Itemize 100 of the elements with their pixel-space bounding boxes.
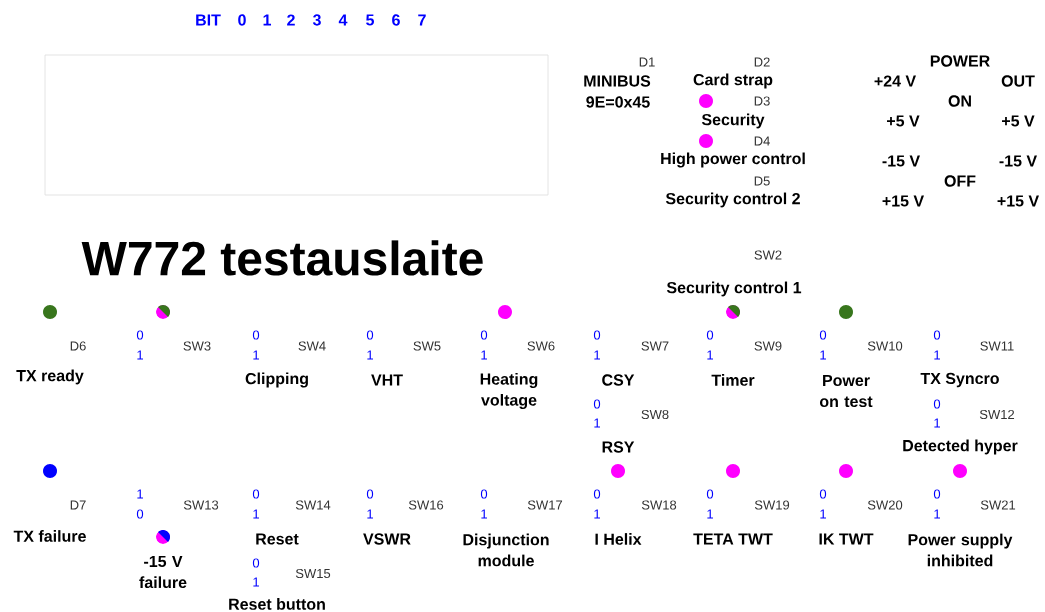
bit-header: 2 — [287, 14, 295, 26]
switch-position-label: 0 — [366, 330, 374, 340]
indicator-label: Card strap — [693, 73, 773, 89]
switch-position-label: 0 — [252, 330, 260, 340]
designator-label: SW12 — [979, 409, 1015, 420]
designator-label: SW14 — [295, 500, 331, 510]
switch-position-label: 0 — [593, 489, 601, 499]
indicator-label: ON — [948, 95, 971, 107]
indicator-label: Reset — [256, 533, 299, 545]
switch-position-label: 0 — [933, 489, 941, 499]
indicator-label: Power supply inhibited — [908, 533, 1013, 567]
switch-position-label: 1 — [253, 350, 259, 360]
designator-label: D1 — [639, 57, 655, 67]
designator-label: SW8 — [641, 409, 669, 420]
indicator-label: +5 V — [887, 115, 920, 127]
designator-label: SW16 — [408, 500, 444, 510]
indicator-label: +15 V — [882, 195, 924, 207]
designator-label: D6 — [70, 341, 86, 351]
switch-position-label: 0 — [480, 489, 488, 499]
indicator-label: 9E=0x45 — [586, 96, 650, 108]
switch-position-label: 0 — [252, 558, 260, 568]
switch-position-label: 0 — [706, 489, 714, 499]
designator-label: D2 — [754, 57, 770, 67]
bit-header: 7 — [418, 14, 426, 26]
designator-label: SW18 — [641, 500, 677, 510]
indicator-label: +5 V — [1002, 115, 1035, 127]
designator-label: SW11 — [980, 341, 1014, 351]
bit-header: 6 — [392, 14, 400, 26]
switch-position-label: 0 — [480, 330, 488, 340]
indicator-label: Heating voltage — [480, 373, 538, 409]
bit-header: 0 — [238, 14, 246, 26]
indicator-label: POWER — [930, 55, 990, 67]
indicator-label: Timer — [711, 374, 755, 386]
switch-position-label: 0 — [136, 509, 144, 519]
bit-header: 1 — [263, 14, 271, 26]
switch-position-label: 1 — [707, 509, 713, 519]
switch-position-label: 1 — [253, 509, 259, 519]
designator-label: D7 — [70, 500, 86, 510]
switch-position-label: 0 — [252, 489, 260, 499]
designator-label: SW17 — [527, 500, 563, 510]
switch-position-label: 1 — [367, 509, 373, 519]
designator-label: D3 — [754, 96, 770, 106]
designator-label: SW4 — [298, 341, 326, 351]
indicator-label: IK TWT — [819, 533, 874, 545]
indicator-label: High power control — [661, 152, 805, 168]
switch-position-label: 1 — [137, 350, 143, 360]
switch-position-label: 0 — [593, 330, 601, 340]
switch-position-label: 0 — [366, 489, 374, 499]
indicator-label: Security — [701, 113, 765, 129]
indicator-label: VSWR — [363, 533, 411, 545]
designator-label: SW7 — [641, 341, 669, 351]
switch-position-label: 1 — [594, 418, 600, 428]
indicator-label: Disjunction module — [463, 533, 549, 567]
indicator-label: TX failure — [13, 530, 86, 542]
switch-position-label: 1 — [934, 350, 940, 360]
designator-label: SW3 — [183, 341, 211, 351]
indicator-label: -15 V failure — [139, 555, 187, 589]
designator-label: D4 — [754, 136, 770, 146]
designator-label: SW20 — [867, 500, 903, 510]
indicator-label: MINIBUS — [584, 75, 651, 87]
designator-label: SW6 — [527, 341, 555, 351]
switch-position-label: 0 — [706, 330, 714, 340]
switch-position-label: 1 — [707, 350, 713, 360]
switch-position-label: 1 — [481, 350, 487, 360]
indicator-label: -15 V — [882, 155, 920, 167]
indicator-label: TETA TWT — [693, 533, 773, 545]
switch-position-label: 1 — [594, 509, 600, 519]
designator-label: SW9 — [754, 341, 782, 351]
indicator-label: Security control 1 — [666, 281, 802, 297]
switch-position-label: 1 — [481, 509, 487, 519]
switch-position-label: 0 — [933, 330, 941, 340]
designator-label: SW19 — [754, 500, 790, 510]
designator-label: SW21 — [980, 500, 1016, 510]
switch-position-label: 1 — [367, 350, 373, 360]
designator-label: SW10 — [867, 341, 903, 351]
indicator-label: OUT — [1001, 75, 1035, 87]
indicator-label: I Helix — [595, 533, 642, 545]
switch-position-label: 1 — [934, 509, 940, 519]
switch-position-label: 1 — [137, 489, 143, 499]
switch-position-label: 0 — [593, 399, 601, 409]
bit-header: 3 — [312, 14, 321, 26]
bit-header: BIT — [196, 14, 221, 26]
designator-label: D5 — [754, 176, 770, 186]
indicator-label: Reset button — [229, 598, 325, 610]
indicator-label: Power on test — [819, 374, 873, 408]
designator-label: SW15 — [295, 568, 331, 579]
indicator-label: CSY — [602, 374, 635, 386]
switch-position-label: 0 — [819, 489, 827, 499]
indicator-label: Clipping — [245, 372, 308, 388]
indicator-label: -15 V — [999, 155, 1037, 167]
switch-position-label: 1 — [820, 509, 826, 519]
indicator-label: TX Syncro — [920, 372, 999, 388]
switch-position-label: 1 — [594, 350, 600, 360]
bit-header: 5 — [366, 14, 374, 26]
switch-position-label: 1 — [820, 350, 826, 360]
indicator-label: OFF — [944, 175, 976, 187]
bit-header: 4 — [338, 14, 348, 26]
designator-label: SW2 — [754, 250, 782, 260]
indicator-label: +15 V — [997, 195, 1039, 207]
indicator-label: Detected hyper — [903, 439, 1018, 455]
